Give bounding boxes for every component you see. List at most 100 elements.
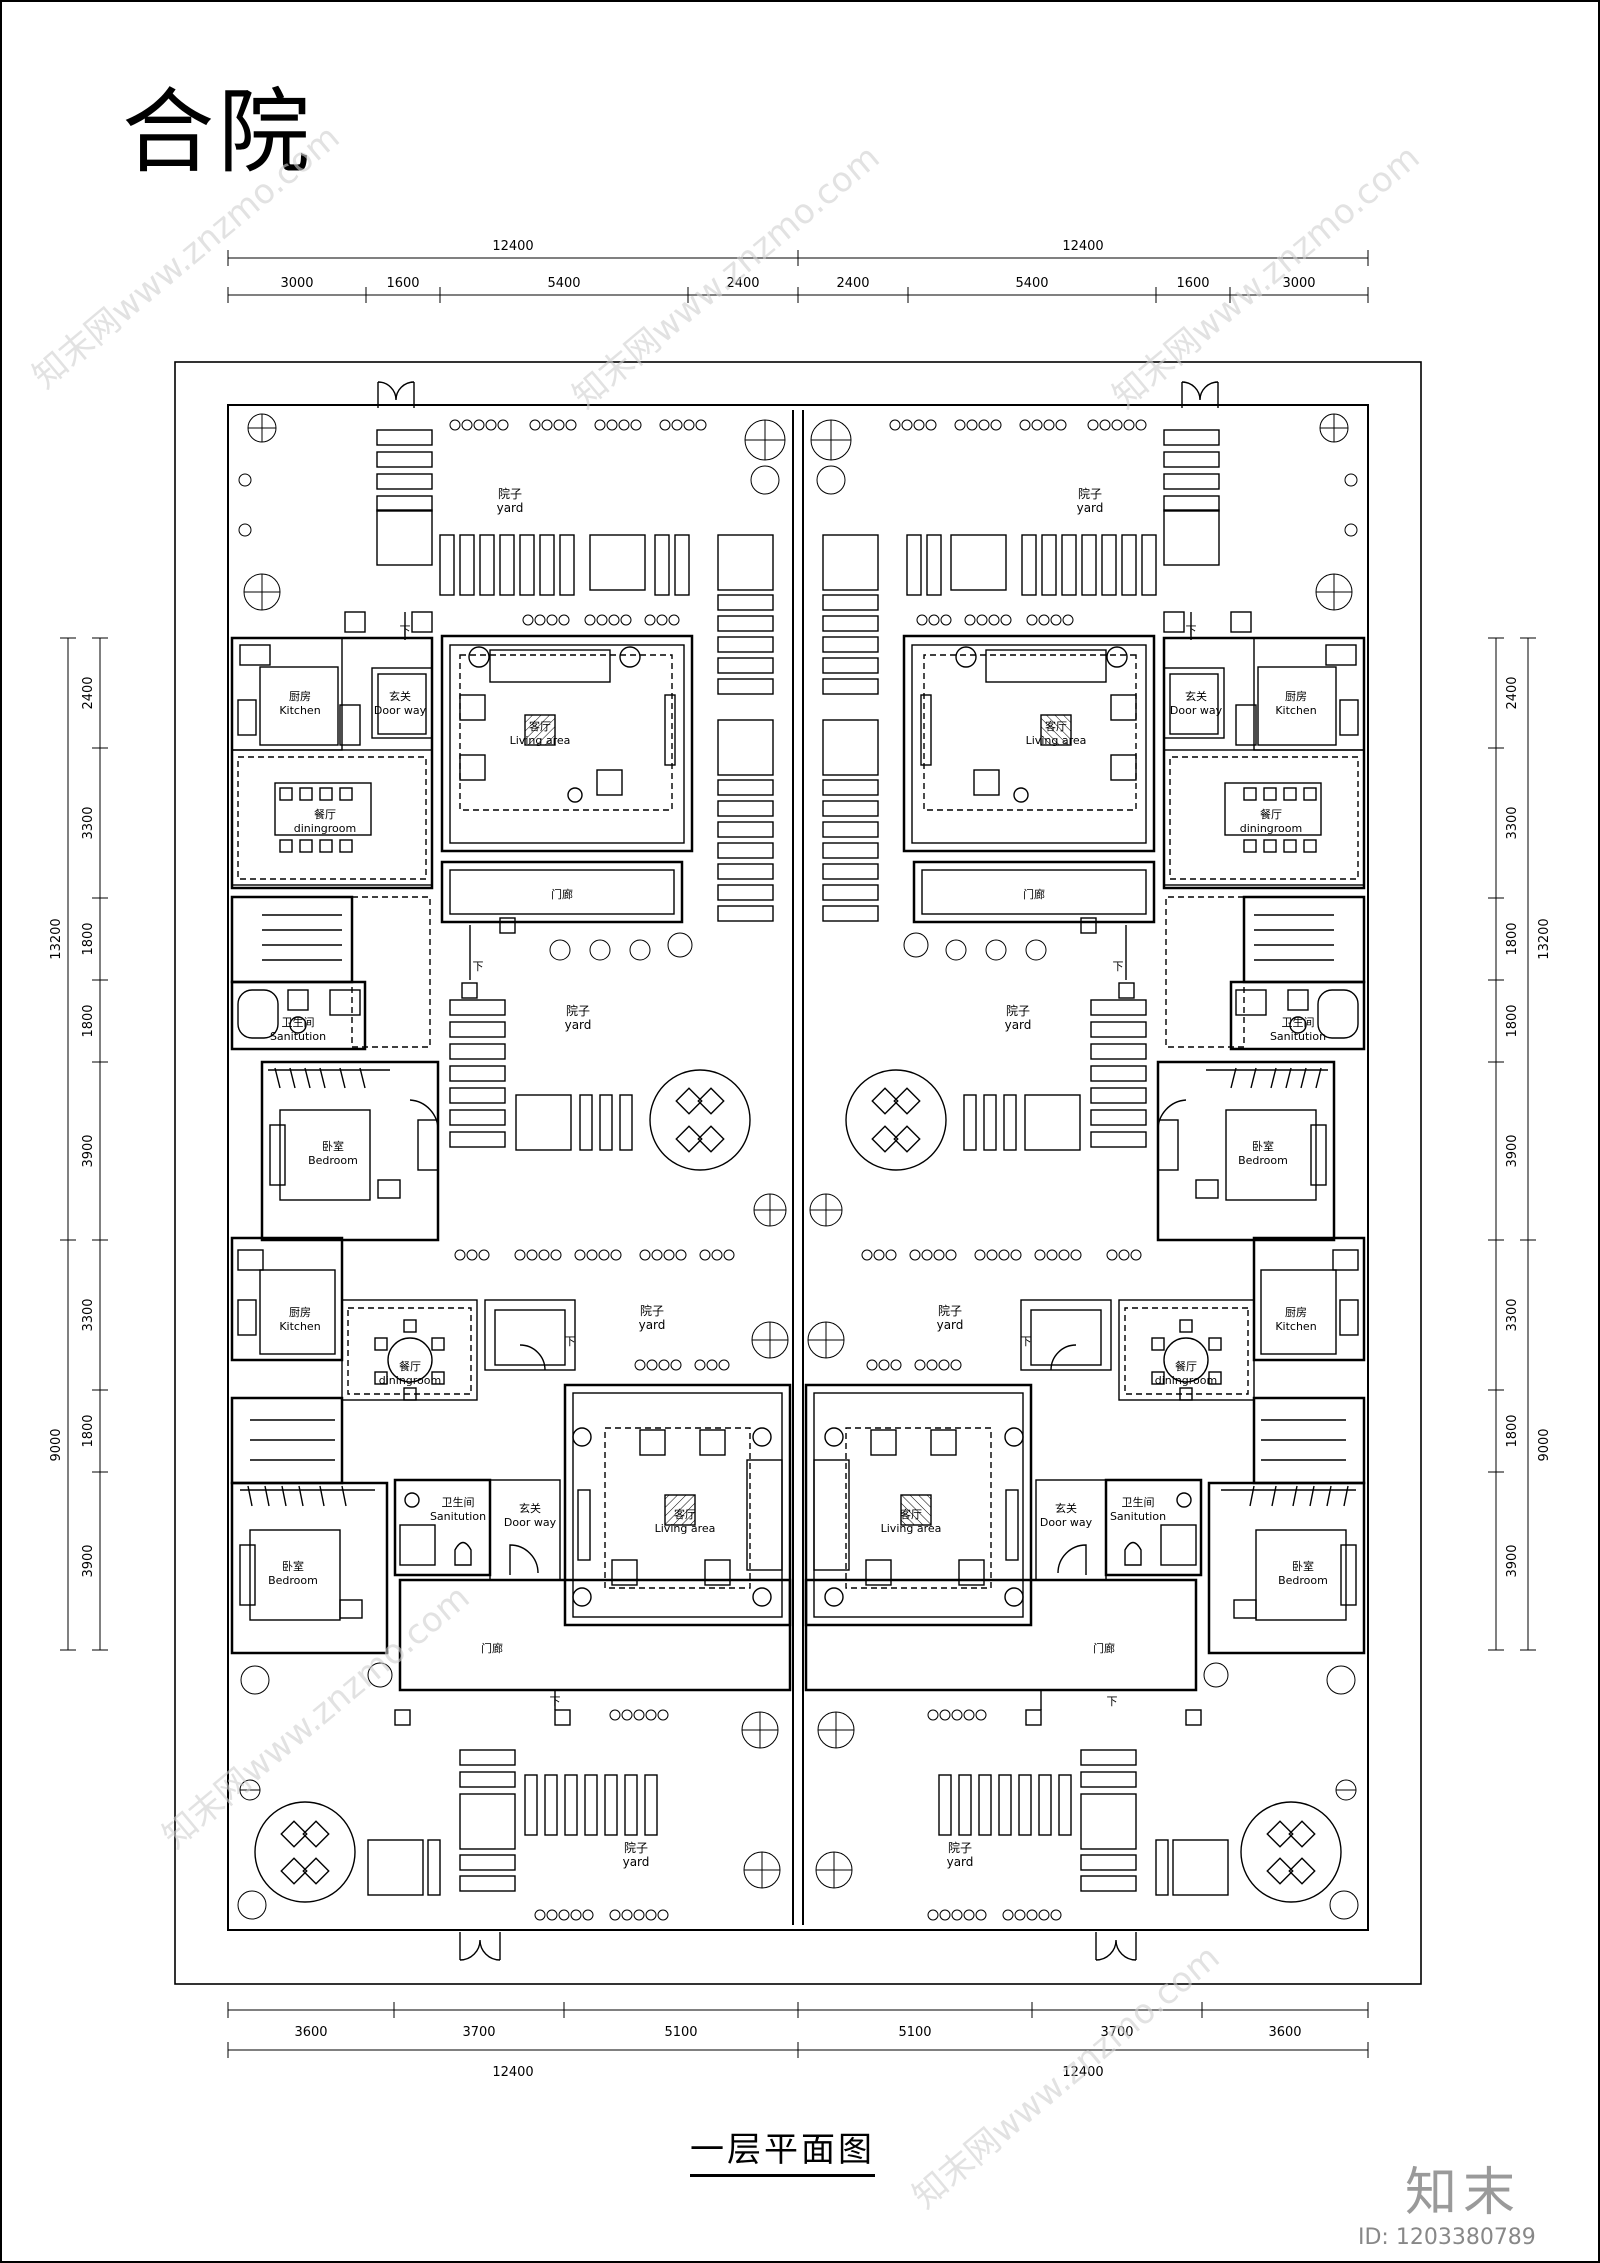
dimension-label: 3600 — [294, 2025, 327, 2040]
kitchen-label: 厨房 — [1285, 1306, 1307, 1319]
dimension-label: 3000 — [1282, 276, 1315, 291]
living-left-north — [440, 634, 694, 853]
doorway-label: 玄关 — [389, 689, 411, 703]
middle-yard-left — [449, 999, 751, 1171]
site-boundary — [174, 361, 1422, 1985]
kitchen-label: Kitchen — [1275, 704, 1316, 717]
yard-label: yard — [565, 1018, 592, 1032]
porch-label: 门廊 — [1023, 887, 1045, 901]
dimension-label: 1800 — [81, 1414, 96, 1447]
porch-label: 门廊 — [1093, 1641, 1115, 1655]
image-id: ID: 1203380789 — [1358, 2225, 1536, 2250]
sanitation-label: 卫生间 — [442, 1495, 475, 1509]
drawing-caption: 一层平面图 — [690, 2130, 875, 2177]
living-label: 客厅 — [900, 1507, 922, 1521]
sanitation-label: 卫生间 — [282, 1015, 315, 1029]
dimension-label: 1600 — [386, 276, 419, 291]
yard-label: 院子 — [1078, 487, 1102, 501]
south-yard-left — [254, 1749, 658, 1903]
dimension-label: 5100 — [898, 2025, 931, 2040]
dimension-label: 1800 — [1505, 1414, 1520, 1447]
stair-left-north — [230, 895, 354, 984]
porch-left-south — [398, 1578, 792, 1692]
dining-label: 餐厅 — [314, 807, 336, 821]
doorway-left-north — [371, 667, 433, 739]
yard-label: yard — [497, 501, 524, 515]
bedroom-left-south — [230, 1481, 389, 1655]
porch-left-south-small — [484, 1299, 576, 1371]
dimension-label: 3600 — [1268, 2025, 1301, 2040]
dimension-label: 13200 — [1537, 918, 1552, 959]
dining-label: 餐厅 — [399, 1359, 421, 1373]
down-arrow-label: 下 — [1021, 1335, 1032, 1348]
dimension-label: 12400 — [492, 2065, 533, 2080]
dimension-label: 1800 — [1505, 922, 1520, 955]
bedroom-label: Bedroom — [268, 1574, 318, 1587]
kitchen-label: Kitchen — [1275, 1320, 1316, 1333]
doorway-label: 玄关 — [519, 1501, 541, 1515]
kitchen-label: 厨房 — [1285, 690, 1307, 703]
dimension-label: 5100 — [664, 2025, 697, 2040]
yard-label: 院子 — [1006, 1004, 1030, 1018]
yard-label: yard — [1005, 1018, 1032, 1032]
doorway-label: Door way — [374, 704, 427, 717]
living-label: 客厅 — [529, 719, 551, 733]
sanitation-label: 卫生间 — [1282, 1015, 1315, 1029]
dimension-label: 12400 — [492, 239, 533, 254]
kitchen-left-north — [231, 637, 343, 751]
bedroom-label: 卧室 — [1252, 1139, 1274, 1153]
living-label: Living area — [510, 734, 571, 747]
doorway-label: 玄关 — [1185, 689, 1207, 703]
yard-label: 院子 — [498, 487, 522, 501]
dimension-label: 2400 — [726, 276, 759, 291]
dimension-label: 9000 — [1537, 1428, 1552, 1461]
yard-label: yard — [623, 1855, 650, 1869]
living-label: 客厅 — [674, 1507, 696, 1521]
dining-label: 餐厅 — [1260, 807, 1282, 821]
doorway-label: 玄关 — [1055, 1501, 1077, 1515]
dimension-label: 3700 — [462, 2025, 495, 2040]
north-yard-right — [822, 429, 1220, 922]
dimension-label: 9000 — [49, 1428, 64, 1461]
bedroom-label: Bedroom — [1238, 1154, 1288, 1167]
bedroom-label: Bedroom — [1278, 1574, 1328, 1587]
north-yard-left — [376, 429, 774, 922]
down-arrow-label: 下 — [565, 1335, 576, 1348]
living-label: Living area — [655, 1522, 716, 1535]
down-arrow-label: 下 — [400, 624, 411, 637]
doorway-label: Door way — [504, 1516, 557, 1529]
bedroom-label: 卧室 — [1292, 1559, 1314, 1573]
dimension-lines — [67, 257, 1529, 2051]
dimension-label: 1800 — [81, 922, 96, 955]
down-arrow-label: 下 — [1186, 624, 1197, 637]
yard-label: 院子 — [948, 1841, 972, 1855]
dimension-label: 3700 — [1100, 2025, 1133, 2040]
doorway-label: Door way — [1170, 704, 1223, 717]
bedroom-left-north — [260, 1060, 440, 1242]
porch-left-north — [440, 860, 684, 924]
sanitation-left-north — [230, 980, 367, 1051]
yard-label: yard — [639, 1318, 666, 1332]
sanitation-label: Sanitution — [270, 1030, 326, 1043]
dimension-label: 2400 — [1505, 676, 1520, 709]
dimension-label: 1800 — [1505, 1004, 1520, 1037]
dimension-label: 1800 — [81, 1004, 96, 1037]
porch-label: 门廊 — [551, 887, 573, 901]
dimension-label: 3300 — [1505, 1298, 1520, 1331]
dining-label: diningroom — [294, 822, 356, 835]
dimension-label: 12400 — [1062, 239, 1103, 254]
yard-label: 院子 — [566, 1004, 590, 1018]
dimension-label: 2400 — [81, 676, 96, 709]
yard-label: 院子 — [938, 1304, 962, 1318]
sanitation-label: 卫生间 — [1122, 1495, 1155, 1509]
kitchen-label: Kitchen — [279, 704, 320, 717]
building-outline — [227, 404, 1369, 1931]
dimension-label: 3300 — [1505, 806, 1520, 839]
dimension-label: 5400 — [1015, 276, 1048, 291]
down-arrow-label: 下 — [473, 960, 484, 973]
bedroom-label: Bedroom — [308, 1154, 358, 1167]
bedroom-label: 卧室 — [322, 1139, 344, 1153]
yard-label: 院子 — [640, 1304, 664, 1318]
